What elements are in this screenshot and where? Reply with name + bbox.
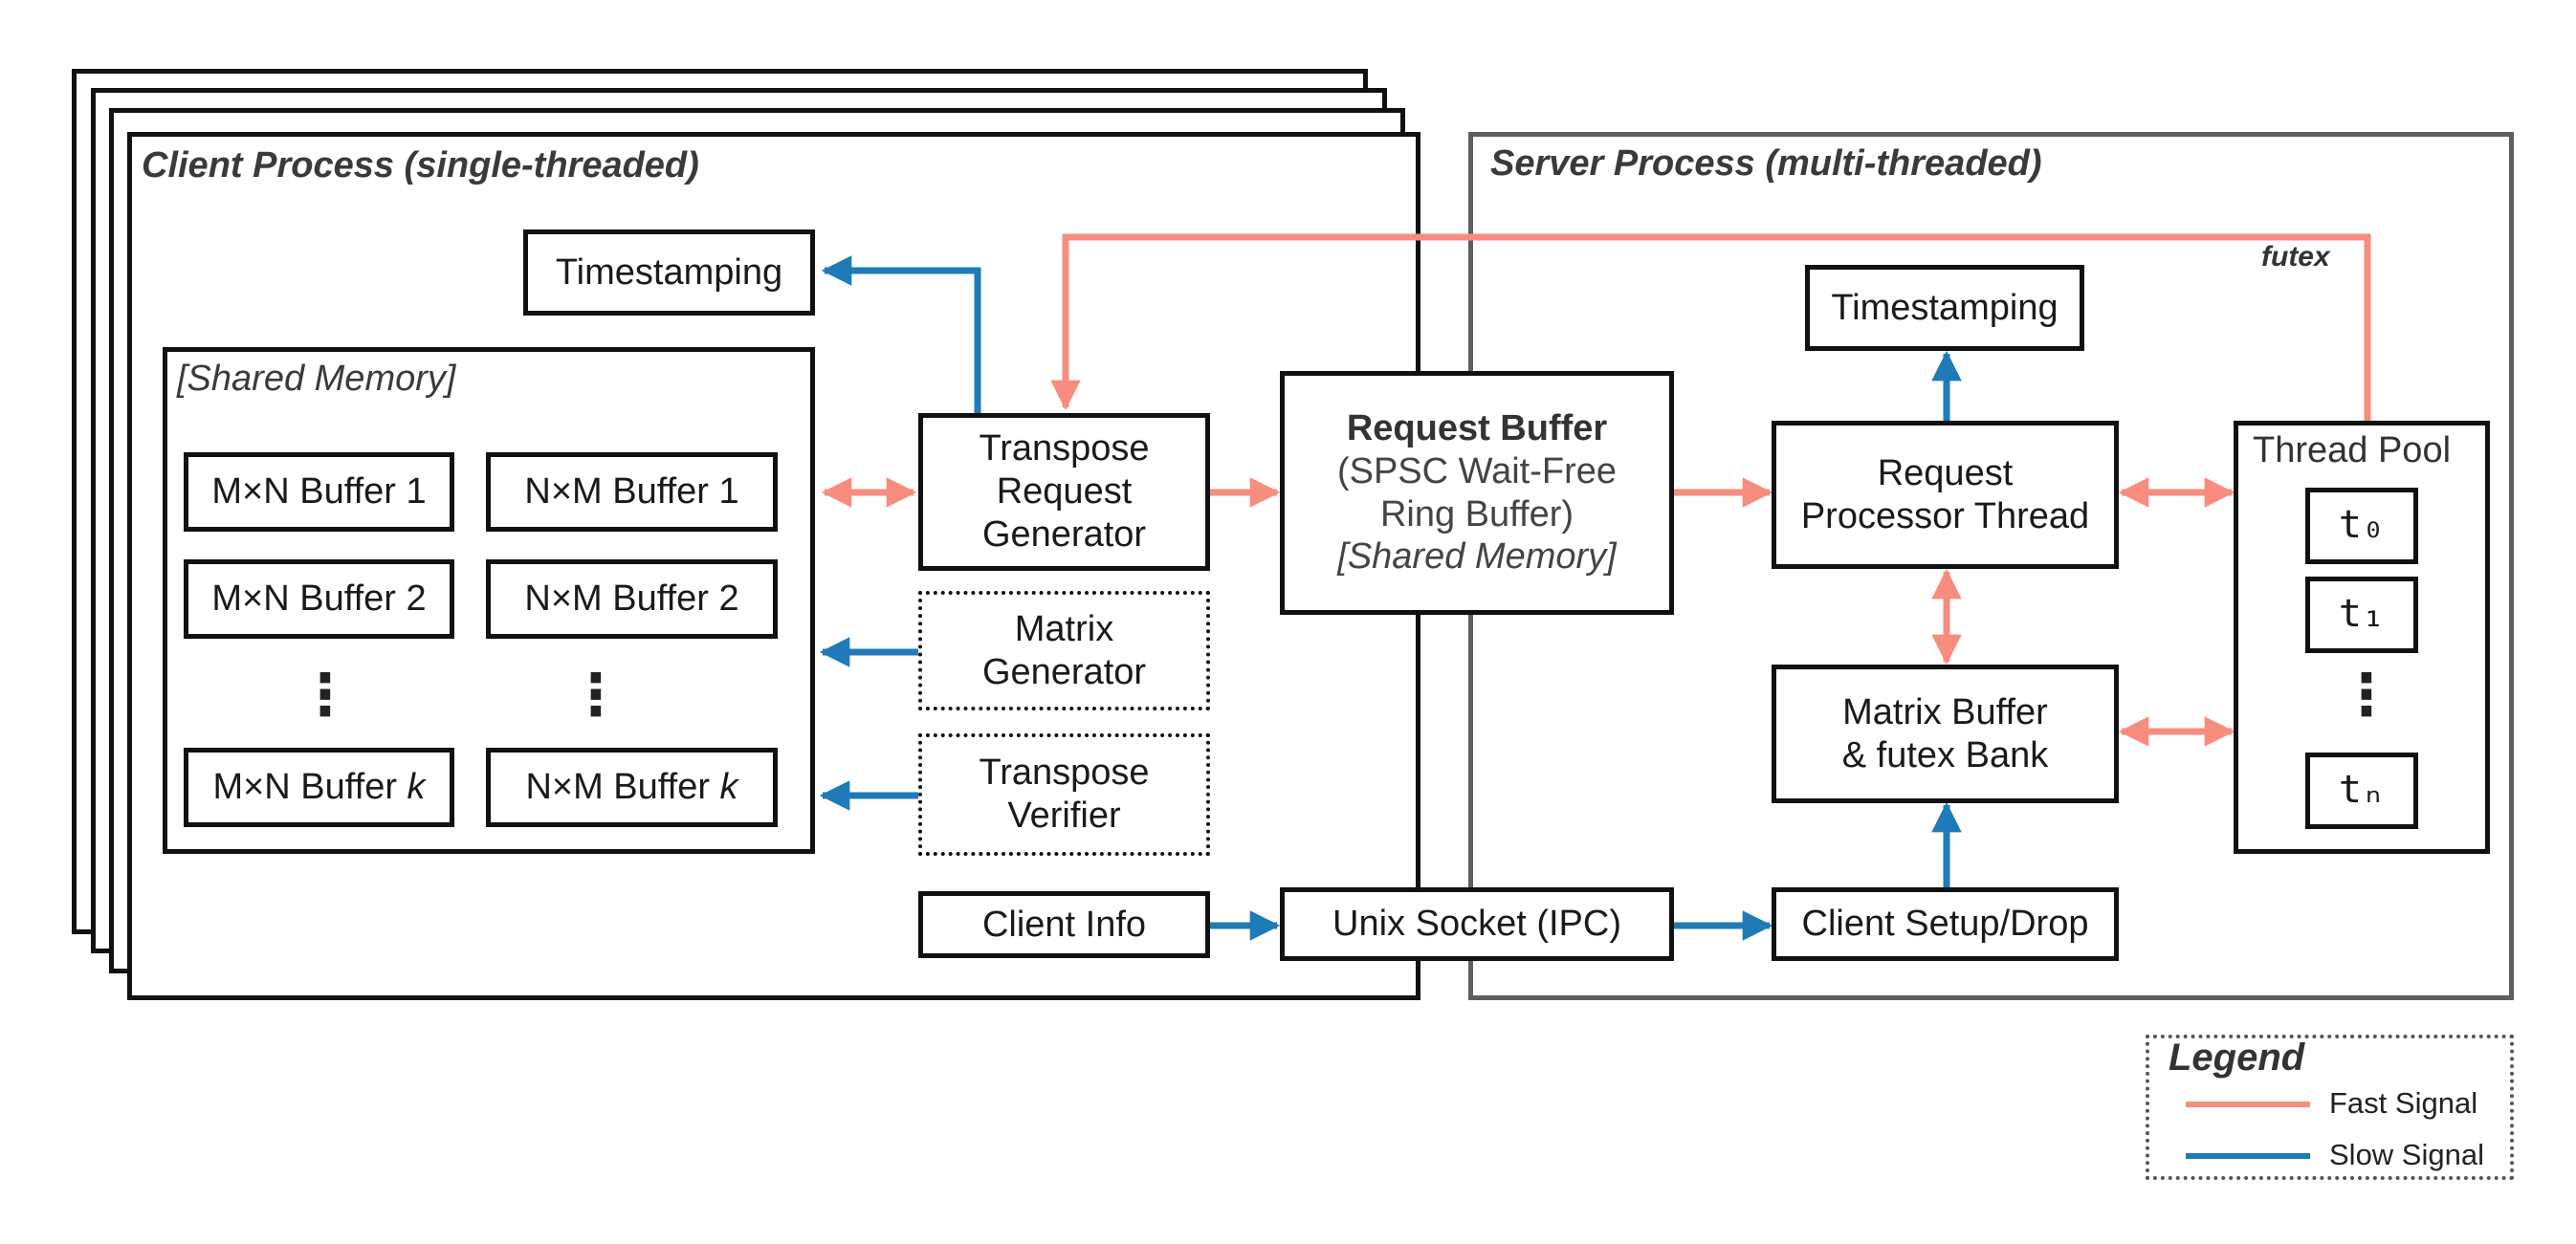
request-buffer-title: Request Buffer [1346,407,1608,448]
legend-fast-label: Fast Signal [2329,1086,2478,1120]
thread-t0-box: t₀ [2305,488,2418,564]
thread-t1-box: t₁ [2305,577,2418,653]
nxm-buffer-k: N×M Buffer k [486,748,778,827]
thread-vdots: ⋮ [2338,663,2395,727]
mxn-buffer-k-label: M×N Buffer k [212,767,426,808]
transpose-request-generator-box: Transpose Request Generator [918,413,1210,571]
mxn-buffer-2-label: M×N Buffer 2 [211,578,427,620]
mxn-buffer-2: M×N Buffer 2 [184,559,454,639]
server-timestamping-box: Timestamping [1805,265,2084,351]
request-buffer-line-1: (SPSC Wait-Free [1336,450,1618,491]
server-process-title: Server Process (multi-threaded) [1490,143,2042,184]
request-buffer-line-2: Ring Buffer) [1379,493,1574,535]
unix-socket-box: Unix Socket (IPC) [1280,887,1674,961]
thread-tn-label: tₙ [2338,768,2386,813]
unix-socket-label: Unix Socket (IPC) [1332,904,1621,945]
request-buffer-box: Request Buffer (SPSC Wait-Free Ring Buff… [1280,371,1674,615]
thread-tn-box: tₙ [2305,753,2418,829]
request-processor-thread-box: Request Processor Thread [1772,421,2119,569]
thread-pool-title: Thread Pool [2253,430,2452,470]
matrix-buffer-futex-bank-box: Matrix Buffer & futex Bank [1772,665,2119,803]
server-timestamping-label: Timestamping [1831,287,2059,328]
request-buffer-shared-label: [Shared Memory] [1337,536,1617,578]
legend-slow-label: Slow Signal [2329,1138,2484,1171]
legend-title: Legend [2169,1037,2305,1079]
mxn-vdots: ⋮ [297,663,354,727]
legend-box: Legend Fast Signal Slow Signal [2146,1035,2514,1180]
thread-t0-label: t₀ [2338,503,2386,548]
arrow-futex-threadpool-to-trg [1050,233,2371,421]
client-timestamping-box: Timestamping [523,229,815,316]
nxm-buffer-1: N×M Buffer 1 [486,452,778,532]
nxm-buffer-k-label: N×M Buffer k [525,767,738,808]
client-setup-drop-label: Client Setup/Drop [1801,904,2089,945]
transpose-verifier-line-1: Transpose [979,753,1150,794]
trg-line-2: Request [996,471,1133,513]
mxn-buffer-1: M×N Buffer 1 [184,452,454,532]
client-process-title: Client Process (single-threaded) [142,145,699,186]
trg-line-1: Transpose [979,428,1150,469]
legend-slow-line [2186,1153,2310,1159]
mxn-buffer-k: M×N Buffer k [184,748,454,827]
client-info-box: Client Info [918,891,1210,958]
matrix-generator-box: Matrix Generator [918,591,1210,710]
transpose-verifier-box: Transpose Verifier [918,733,1210,856]
matrix-generator-line-1: Matrix [1014,608,1114,649]
nxm-vdots: ⋮ [567,663,625,727]
transpose-verifier-line-2: Verifier [1007,796,1121,836]
request-processor-line-1: Request [1877,452,2014,493]
nxm-buffer-2: N×M Buffer 2 [486,559,778,639]
nxm-buffer-2-label: N×M Buffer 2 [524,578,739,620]
client-timestamping-label: Timestamping [555,251,783,293]
matrix-generator-line-2: Generator [981,651,1147,692]
matrix-bank-line-2: & futex Bank [1841,734,2049,775]
mxn-buffer-1-label: M×N Buffer 1 [211,471,427,513]
trg-line-3: Generator [981,513,1147,555]
futex-label: futex [2261,241,2330,273]
shared-memory-label: [Shared Memory] [177,359,456,399]
legend-fast-line [2186,1102,2310,1107]
matrix-bank-line-1: Matrix Buffer [1842,691,2048,732]
request-processor-line-2: Processor Thread [1800,495,2090,536]
client-info-label: Client Info [981,904,1147,945]
arrow-trg-to-timestamping [821,255,981,413]
thread-t1-label: t₁ [2338,592,2386,637]
nxm-buffer-1-label: N×M Buffer 1 [524,471,739,513]
client-setup-drop-box: Client Setup/Drop [1772,887,2119,961]
